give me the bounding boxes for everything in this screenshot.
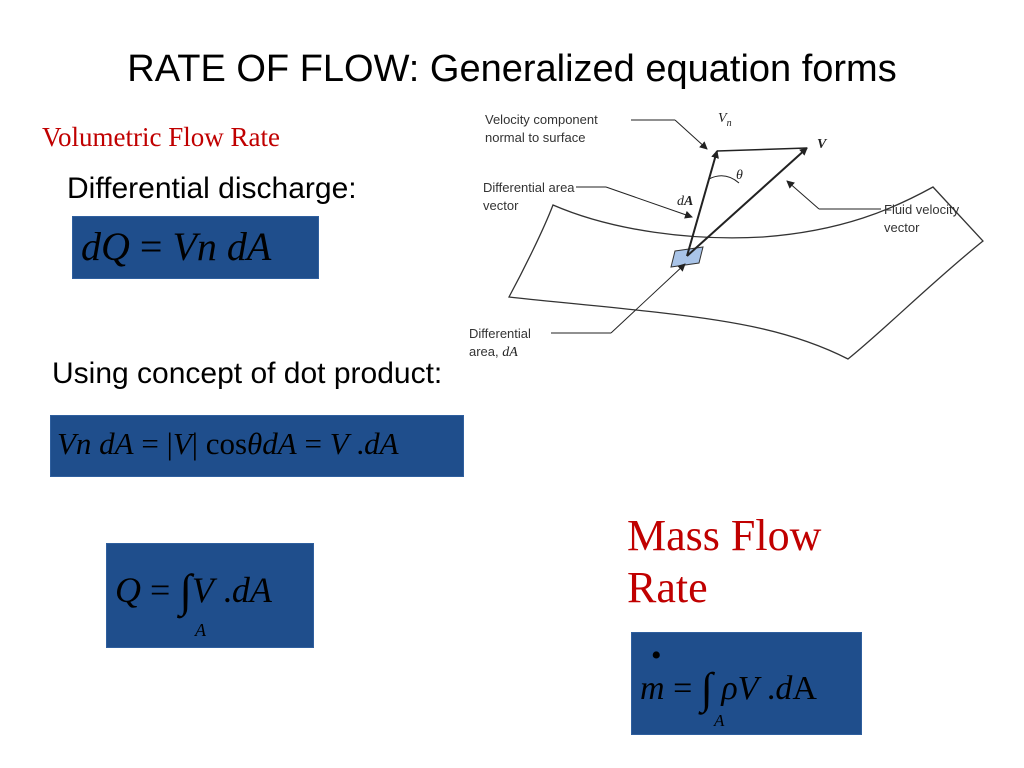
differential-area-patch — [670, 246, 704, 268]
velocity-vector-arrow — [686, 147, 808, 257]
symbol-da: dA — [677, 194, 693, 209]
label-diff-area-2: area, dA — [469, 344, 518, 360]
mass-flow-line-1: Mass Flow — [627, 511, 822, 560]
equation-differential-discharge: dQ = Vn dA — [81, 224, 272, 269]
equation-box-differential-discharge: dQ = Vn dA — [72, 216, 319, 279]
leader-diff-area-2 — [610, 263, 686, 334]
label-diff-area-1: Differential — [469, 326, 531, 341]
flow-diagram: Velocity component normal to surface Dif… — [463, 101, 985, 360]
label-diff-area-vector-2: vector — [483, 198, 519, 213]
label-fluid-velocity-2: vector — [884, 220, 920, 235]
equation-volumetric-integral: Q = ∫V .dA — [115, 565, 272, 616]
equation-mass-flow: m = ∫ ρV .dA — [640, 664, 817, 713]
surface-outline — [507, 186, 984, 360]
mdot-dot: • — [651, 639, 662, 672]
equation-box-dot-product: Vn dA = |V| cosθdA = V .dA — [50, 415, 464, 477]
equation-box-mass-flow: • m = ∫ ρV .dA A — [631, 632, 862, 735]
mass-integral-subscript-a: A — [714, 711, 725, 730]
slide-title: RATE OF FLOW: Generalized equation forms — [127, 48, 897, 90]
mass-flow-heading: Mass Flow Rate — [627, 510, 821, 614]
equation-box-volumetric-integral: Q = ∫V .dA A — [106, 543, 314, 648]
label-diff-area-vector-1: Differential area — [483, 180, 575, 195]
symbol-vn: Vn — [718, 111, 732, 129]
area-vector-arrow — [686, 150, 719, 257]
symbol-v: V — [817, 137, 828, 152]
equation-dot-product: Vn dA = |V| cosθdA = V .dA — [57, 426, 399, 461]
leader-fluid-velocity-2 — [786, 180, 820, 210]
volumetric-flow-heading: Volumetric Flow Rate — [42, 122, 280, 152]
integral-subscript-a: A — [195, 620, 206, 640]
differential-discharge-label: Differential discharge: — [67, 172, 357, 205]
label-velocity-normal-2: normal to surface — [485, 130, 585, 145]
mass-flow-line-2: Rate — [627, 563, 708, 612]
dot-product-label: Using concept of dot product: — [52, 357, 443, 390]
leader-diff-area-vector-2 — [605, 186, 693, 219]
label-velocity-normal-1: Velocity component — [485, 112, 598, 127]
theta-arc — [708, 175, 740, 184]
symbol-theta: θ — [736, 168, 743, 183]
label-fluid-velocity-1: Fluid velocity — [884, 202, 960, 217]
leader-velocity-normal-2 — [674, 119, 708, 150]
projection-line — [716, 147, 808, 152]
